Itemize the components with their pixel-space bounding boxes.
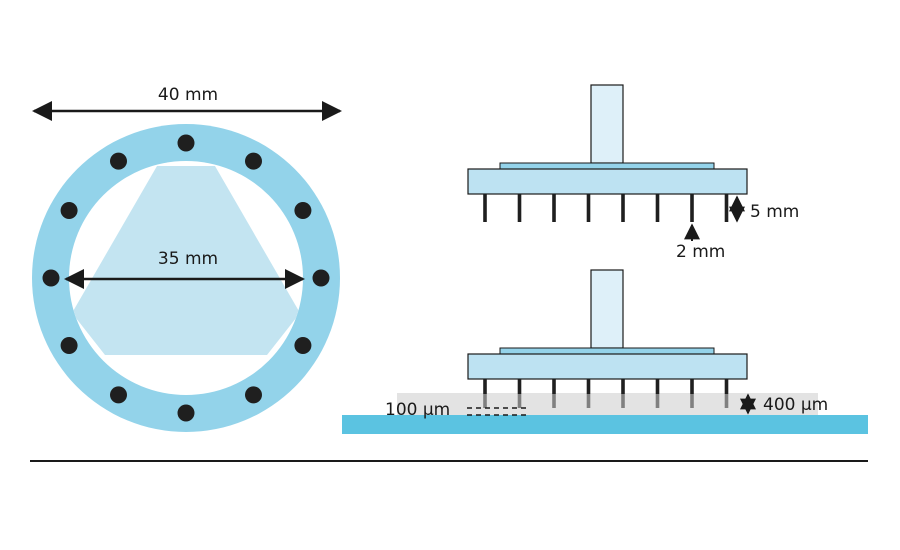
pins-raised (483, 194, 729, 222)
pin-length-label: 5 mm (750, 202, 799, 222)
ring-dot (177, 404, 195, 422)
microneedle-pin (655, 194, 660, 222)
stem (590, 269, 624, 349)
skin-layer (397, 393, 818, 415)
microneedle-pin (517, 194, 522, 222)
microneedle-pin (586, 194, 591, 222)
microneedle-pin (517, 379, 522, 394)
side-view-raised: 5 mm 2 mm (467, 84, 799, 262)
side-view-pressed: 100 µm 400 µm (342, 269, 868, 434)
microneedle-pin-embedded (586, 394, 591, 408)
top-view: 40 mm 35 mm (32, 85, 342, 432)
depth-label: 100 µm (385, 400, 450, 420)
inner-diameter-label: 35 mm (158, 249, 218, 269)
triangle-patch (72, 166, 300, 355)
substrate (342, 415, 868, 434)
microneedle-pin (690, 379, 694, 394)
microneedle-pin-embedded (621, 394, 625, 408)
microneedle-pin (621, 379, 625, 394)
microneedle-pin (483, 379, 487, 394)
microneedle-pin (552, 379, 556, 394)
layer-thickness-label: 400 µm (763, 395, 828, 415)
stem (590, 84, 624, 164)
microneedle-pin-embedded (655, 394, 660, 408)
microneedle-pin-embedded (517, 394, 522, 408)
microneedle-pin-embedded (690, 394, 694, 408)
ring-dot (294, 202, 312, 219)
base-plate (467, 168, 748, 195)
top-plate (499, 347, 715, 355)
microneedle-pin (690, 194, 694, 222)
ring-dot (110, 386, 127, 404)
base-plate (467, 353, 748, 380)
ring-dot (110, 152, 127, 170)
microneedle-pin (552, 194, 556, 222)
microneedle-pin-embedded (483, 394, 487, 408)
outer-diameter-label: 40 mm (158, 85, 218, 105)
ring-dot (245, 152, 262, 170)
microneedle-pin (655, 379, 660, 394)
ring-dot (245, 386, 262, 404)
pin-pitch-label: 2 mm (676, 242, 725, 262)
microneedle-pin (586, 379, 591, 394)
ring-dot (177, 134, 195, 152)
microneedle-pin (724, 194, 729, 222)
ring-dot (60, 202, 78, 219)
ring-dot (42, 269, 60, 287)
ring-dots (42, 134, 330, 422)
ring-dot (312, 269, 330, 287)
ring-dot (294, 337, 312, 354)
microneedle-pin (483, 194, 487, 222)
ring-dot (60, 337, 78, 354)
microneedle-pin-embedded (724, 394, 729, 408)
microneedle-pin-embedded (552, 394, 556, 408)
top-plate (499, 162, 715, 170)
microneedle-pin (724, 379, 729, 394)
pins-pressed (483, 379, 729, 408)
microneedle-pin (621, 194, 625, 222)
